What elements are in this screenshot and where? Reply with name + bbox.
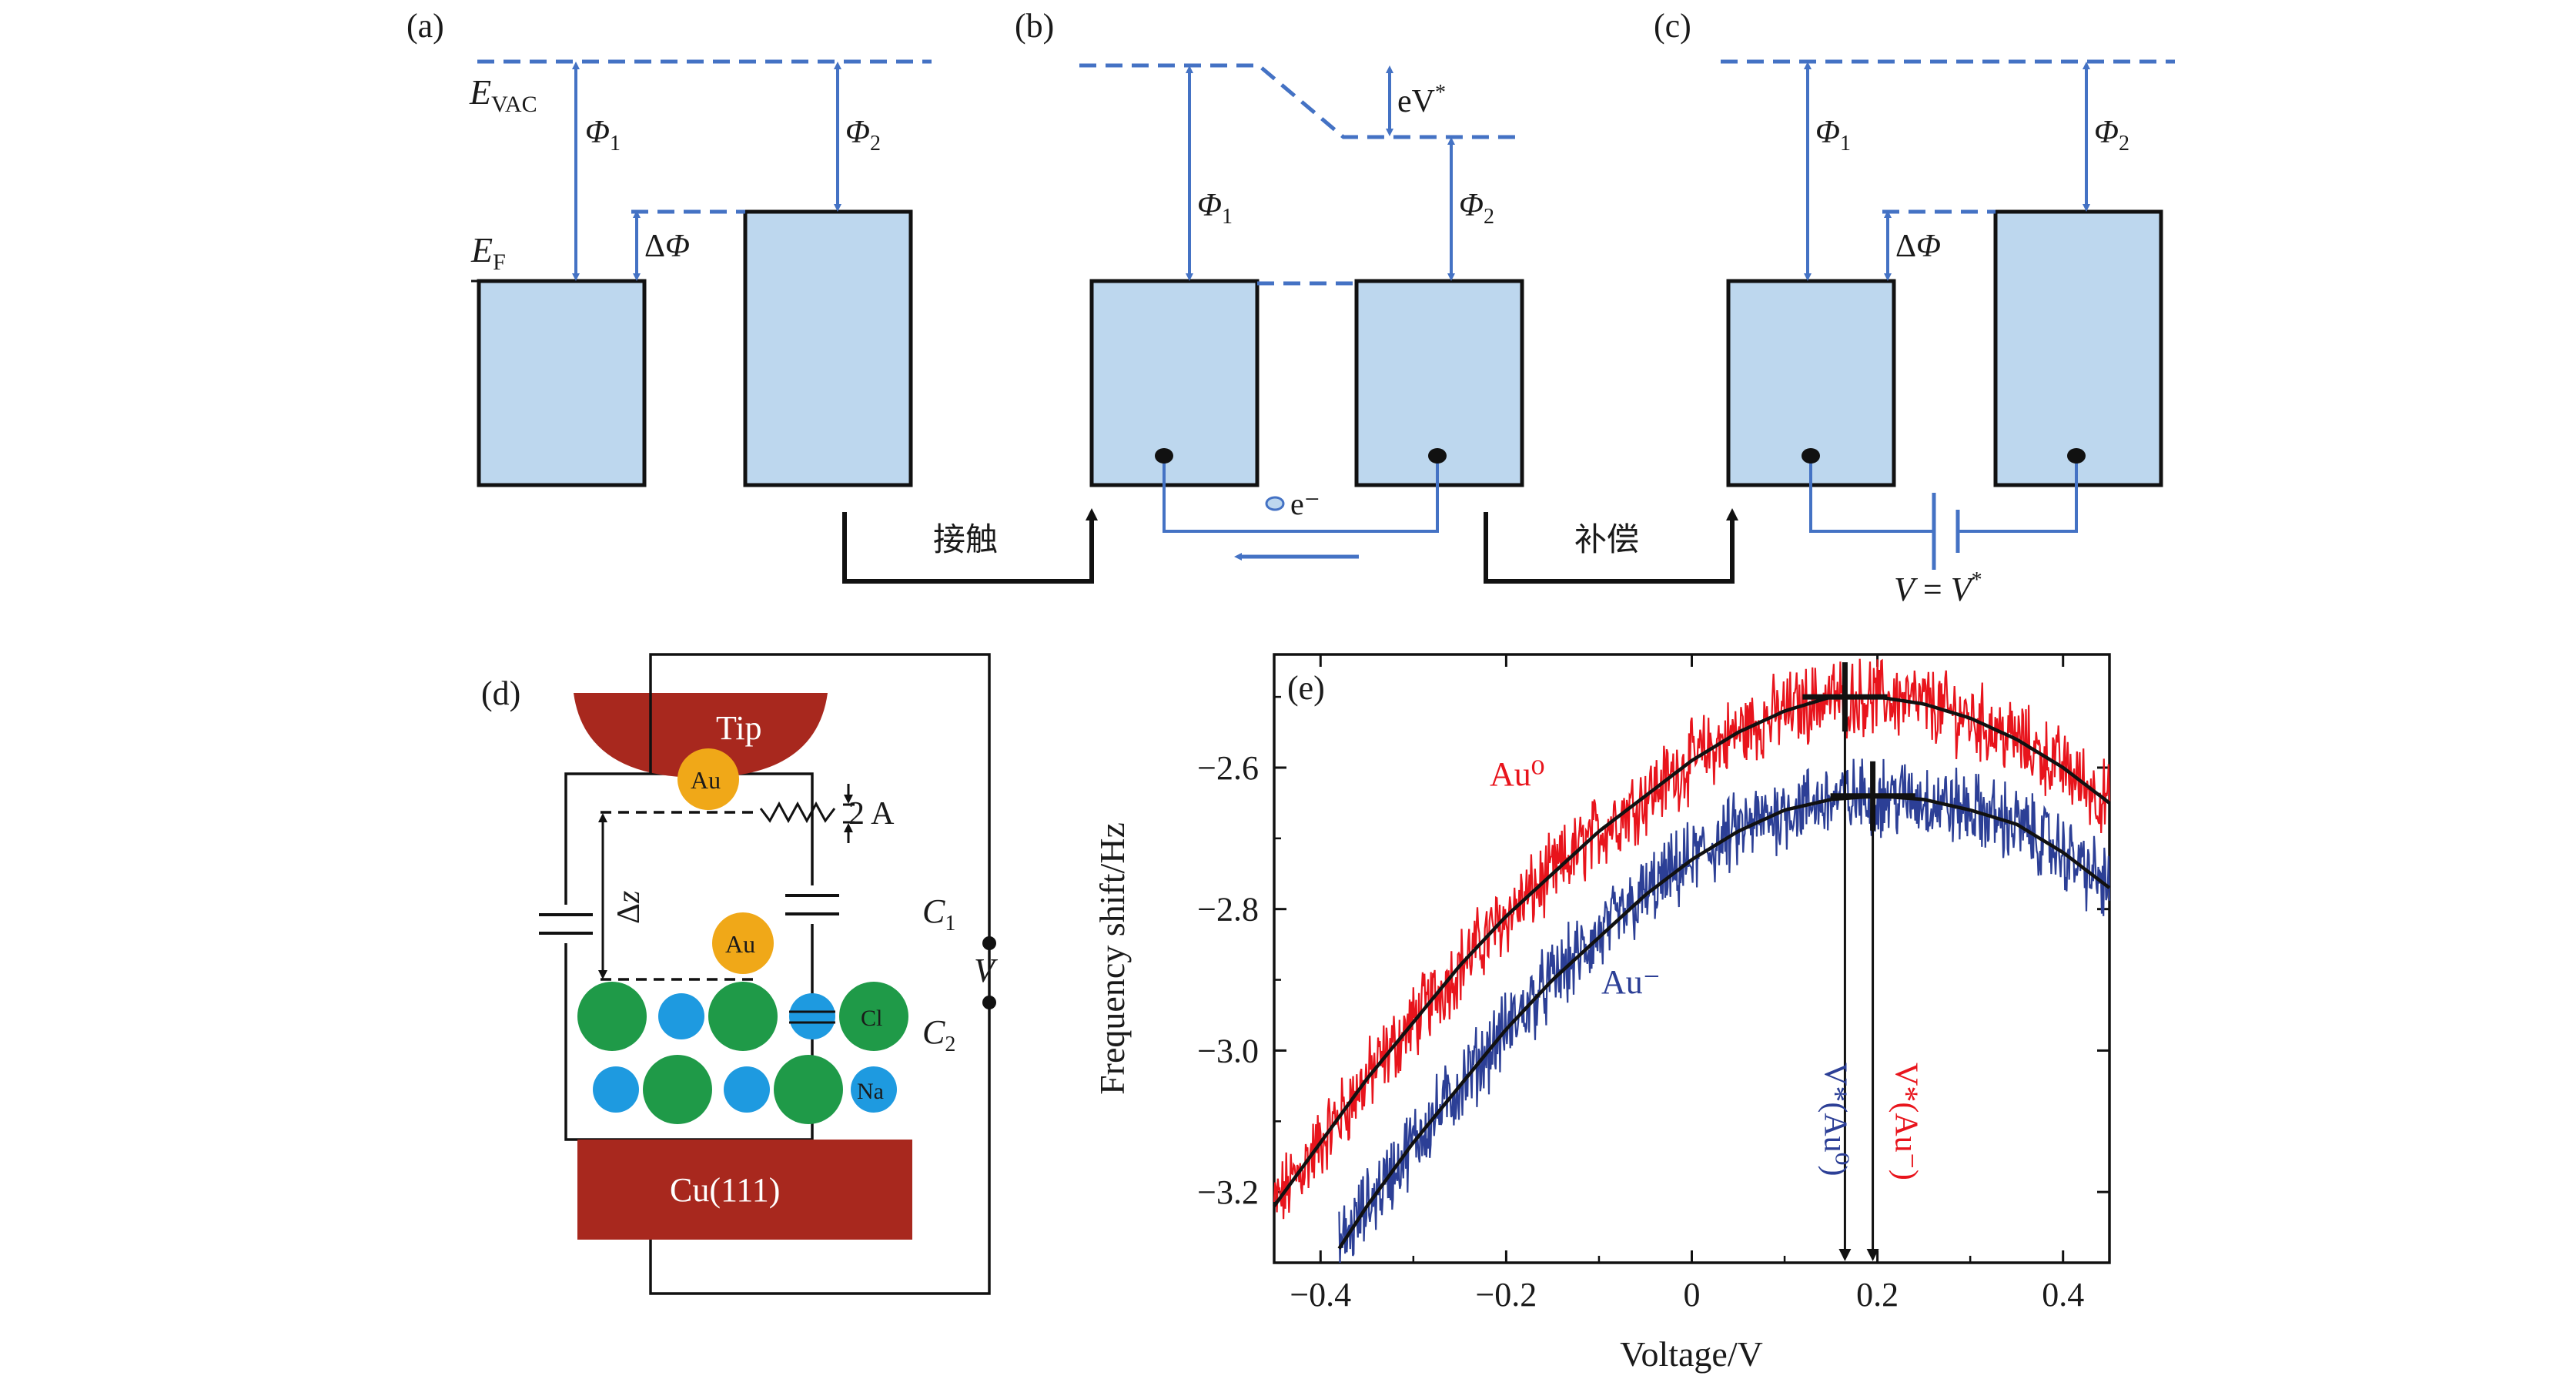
dphi-label-a: ΔΦ [644, 229, 690, 264]
noise-trace-au-minus [1338, 758, 2111, 1264]
cl-atom [643, 1055, 712, 1124]
outer-circuit [649, 653, 991, 1295]
panel-b: (b) eV* Φ1 Φ2 e⁻ [1015, 7, 1524, 561]
na-label: Na [857, 1079, 884, 1104]
panel-a-label: (a) [406, 7, 444, 45]
na-atom [789, 993, 835, 1039]
cap-left-gap [539, 905, 593, 943]
tip-label: Tip [716, 709, 762, 747]
phi1-label-b: Φ1 [1197, 188, 1233, 229]
x-axis-label: Voltage/V [1620, 1334, 1763, 1374]
transition-arrows: 接触 补偿 [842, 508, 1738, 584]
contact-dot-tip-c [2067, 448, 2086, 464]
chart-e: (e) Voltage/V Frequency shift/Hz Au⁰ Au⁻… [1092, 653, 2111, 1374]
x-tick-label: 0 [1684, 1276, 1701, 1314]
x-tick-label: 0.4 [2042, 1276, 2084, 1314]
cu-substrate [577, 1140, 912, 1240]
contact-dot-sample-b [1155, 448, 1173, 464]
contact-arrow-label: 接触 [933, 520, 998, 558]
phi1-label-c: Φ1 [1815, 115, 1851, 156]
cl-atom [708, 982, 778, 1051]
cl-atom-labeled [839, 982, 908, 1051]
panel-d: (d) V Cu(111) Tip Au Au 2 A [481, 653, 999, 1295]
tip-box-a [743, 209, 913, 487]
vline-label-au0: V*(Au⁰) [1817, 1063, 1852, 1176]
wire-right-c [1959, 464, 2078, 533]
panel-e: (e) Voltage/V Frequency shift/Hz Au⁰ Au⁻… [1092, 653, 2111, 1374]
panel-a: (a) EVAC EF Φ1 Φ2 ΔΦ [406, 7, 932, 487]
ev-label: eV* [1397, 81, 1446, 119]
sample-box-b [1089, 279, 1260, 487]
dphi-label-c: ΔΦ [1895, 229, 1941, 264]
cap-c1-gap [785, 885, 839, 924]
fit-curve-au-minus [1337, 794, 2111, 1250]
cl-label: Cl [861, 1006, 882, 1031]
tip-box-c [1993, 209, 2163, 487]
panel-e-label: (e) [1287, 669, 1325, 707]
c2-label: C2 [922, 1013, 955, 1056]
contact-dot-sample-c [1802, 448, 1820, 464]
evac-label: EVAC [469, 72, 537, 117]
c1-label: C1 [922, 892, 955, 936]
contact-arrow [842, 508, 1098, 584]
compensate-arrow-label: 补偿 [1574, 520, 1639, 558]
na-atom-labeled [851, 1066, 897, 1113]
legend-au-minus: Au⁻ [1601, 963, 1661, 1001]
phi2-label-c: Φ2 [2094, 115, 2129, 156]
au-label-surface: Au [725, 930, 755, 958]
phi2-label-a: Φ2 [845, 115, 881, 156]
wire-left-c [1809, 464, 1932, 533]
panel-b-label: (b) [1015, 7, 1054, 45]
x-tick-label: −0.4 [1290, 1276, 1351, 1314]
fit-curve-au0 [1273, 695, 2111, 1207]
panel-d-label: (d) [481, 674, 520, 712]
dz-label: Δz [611, 891, 647, 924]
na-atom [724, 1066, 770, 1113]
compensate-arrow [1484, 508, 1738, 584]
vacuum-level-bent [1079, 63, 1523, 139]
phi1-label-a: Φ1 [585, 115, 621, 156]
oscillation-zigzag [759, 801, 836, 824]
terminal-top [982, 936, 996, 950]
electron-dot [1265, 496, 1285, 511]
vline-label-au-minus: V*(Au⁻) [1889, 1063, 1924, 1180]
y-tick-label: −3.2 [1197, 1173, 1259, 1211]
noise-trace-au0 [1273, 658, 2111, 1220]
amp-label: 2 A [848, 796, 895, 832]
v-label-d: V [974, 952, 999, 989]
y-tick-label: −3.0 [1197, 1032, 1259, 1069]
v-equals-label: V = V* [1894, 568, 1982, 608]
y-tick-label: −2.6 [1197, 749, 1259, 787]
contact-wire-b [1163, 464, 1439, 533]
cu-label: Cu(111) [670, 1171, 780, 1209]
na-atom [658, 993, 704, 1039]
au-label-tip: Au [691, 766, 721, 794]
x-tick-label: 0.2 [1856, 1276, 1899, 1314]
x-tick-label: −0.2 [1475, 1276, 1537, 1314]
panel-c: (c) Φ1 Φ2 ΔΦ V = V* [1654, 7, 2175, 608]
cl-atom [774, 1055, 843, 1124]
contact-dot-tip-b [1428, 448, 1447, 464]
y-tick-label: −2.8 [1197, 891, 1259, 929]
na-atom [593, 1066, 639, 1113]
y-axis-label: Frequency shift/Hz [1092, 822, 1132, 1095]
electron-label: e⁻ [1290, 487, 1320, 521]
terminal-bottom [982, 996, 996, 1009]
phi2-label-b: Φ2 [1459, 188, 1494, 229]
tip-shape [574, 693, 828, 778]
au-atom-surface [712, 912, 774, 974]
sample-box-a [477, 279, 647, 487]
ef-label: EF [470, 230, 506, 275]
panel-c-label: (c) [1654, 7, 1691, 45]
legend-au0: Au⁰ [1490, 755, 1544, 793]
cl-atom [577, 982, 647, 1051]
chart-marks: −0.4 −0.2 0 0.2 0.4 −2.6 −2.8 −3.0 −3.2 V*(Au⁰) V*… [1197, 654, 2111, 1314]
au-atom-tip [677, 748, 739, 810]
